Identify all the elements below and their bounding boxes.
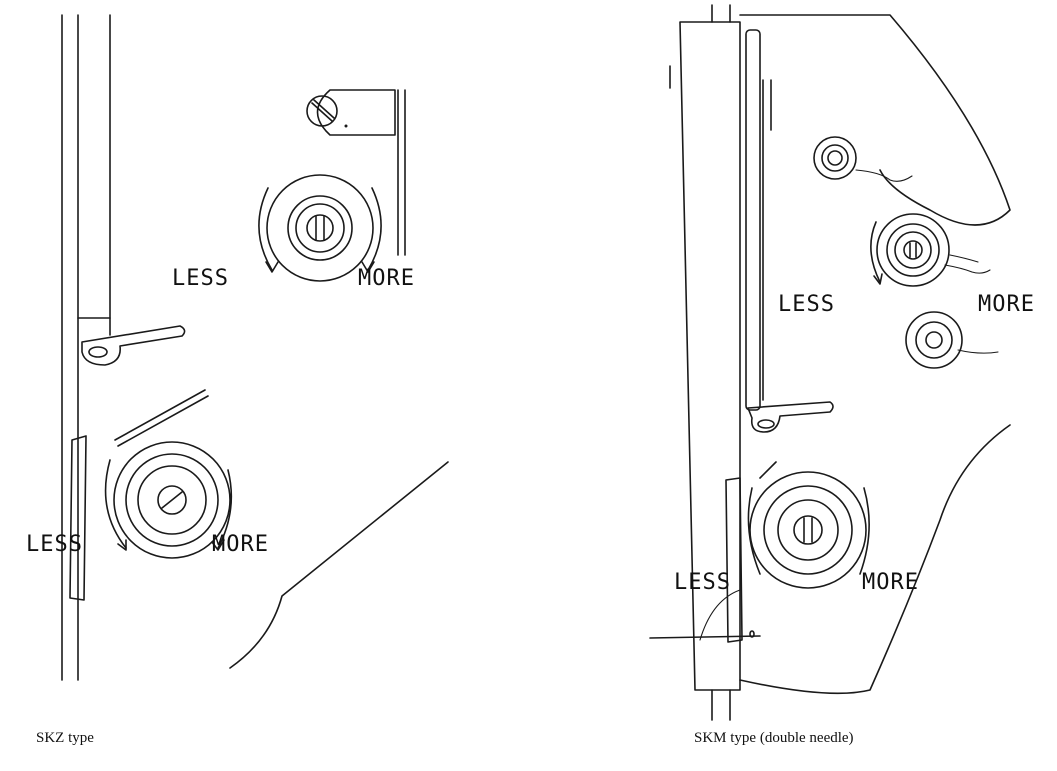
skz-lower-less-label: LESS [26, 532, 83, 557]
skz-upper-dial [258, 174, 382, 282]
skz-upper-more-label: MORE [358, 266, 415, 291]
skz-lower-dial [104, 389, 233, 559]
skm-lower-dial [747, 461, 870, 589]
skz-lower-more-label: MORE [212, 532, 269, 557]
skm-lower-less-arrow [747, 487, 761, 575]
skz-upper-more-arrow [367, 187, 382, 271]
skz-side-plate [69, 435, 87, 601]
skm-slot [745, 29, 761, 411]
skm-upper-more-label: MORE [978, 292, 1035, 317]
skm-figure [649, 4, 1011, 721]
skz-thread-guide [306, 89, 406, 256]
skz-body-outline [229, 461, 449, 669]
skz-upper-less-arrow [258, 187, 273, 271]
skm-side-plate [725, 477, 743, 643]
skm-top-knob [813, 136, 913, 182]
skm-body-top-outline [739, 14, 1011, 226]
skz-lower-more-arrow [217, 469, 233, 549]
skz-lower-less-arrow [104, 459, 127, 549]
skm-body-bottom-outline [739, 424, 1011, 695]
skm-caption: SKM type (double needle) [694, 730, 854, 746]
skm-upper-less-label: LESS [778, 292, 835, 317]
skz-caption: SKZ type [36, 730, 94, 746]
skz-upper-bracket [81, 325, 186, 366]
skm-column [679, 21, 741, 691]
skm-lower-bracket [747, 401, 834, 433]
skz-upper-less-label: LESS [172, 266, 229, 291]
skm-lower-more-arrow [859, 487, 870, 575]
skm-lower-less-label: LESS [674, 570, 731, 595]
skm-thread [649, 635, 761, 639]
skm-middle-knob [905, 311, 999, 369]
skm-upper-dial [870, 213, 991, 287]
skm-lower-more-label: MORE [862, 570, 919, 595]
skm-upper-less-arrow [870, 221, 881, 283]
